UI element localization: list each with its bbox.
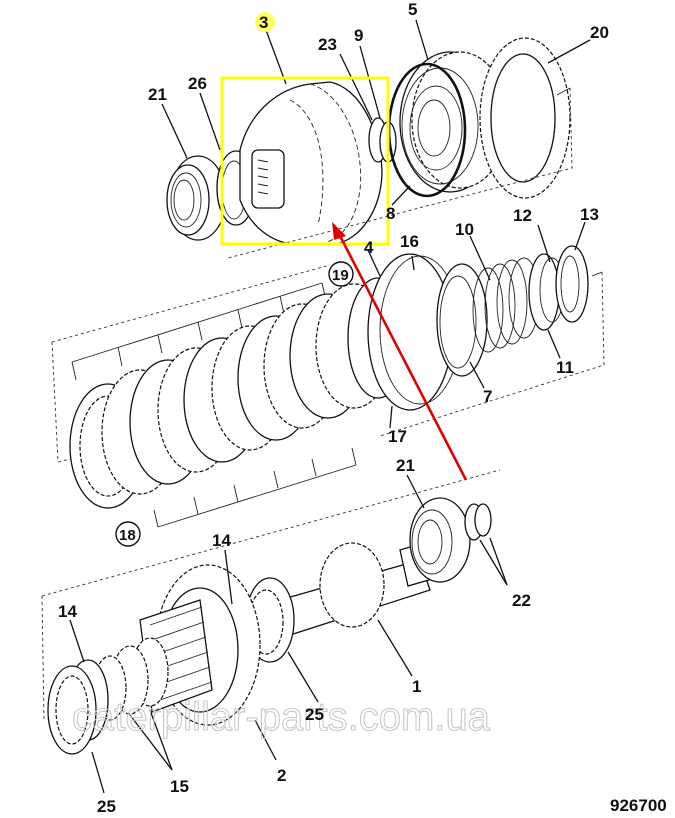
label-10: 10	[455, 220, 474, 239]
clutch-pack	[51, 245, 605, 528]
callout-circle-18	[115, 521, 141, 547]
highlight-box	[220, 76, 390, 246]
label-21-upper: 21	[148, 85, 167, 104]
part-21-bearing	[166, 155, 227, 241]
clutch-plates	[69, 277, 409, 509]
shaft-assembly	[41, 469, 501, 755]
label-15: 15	[170, 777, 189, 796]
label-18: 18	[119, 527, 136, 544]
label-23: 23	[318, 35, 337, 54]
label-3: 3	[259, 13, 268, 32]
part-13-washer	[555, 245, 589, 323]
part-21-bearing-lower	[409, 497, 471, 583]
label-8: 8	[386, 204, 395, 223]
figure-number: 926700	[610, 796, 667, 815]
label-7: 7	[483, 387, 492, 406]
part-25-thrust-bearing	[47, 665, 97, 755]
label-22: 22	[512, 591, 531, 610]
label-13: 13	[580, 205, 599, 224]
label-19: 19	[332, 267, 349, 284]
label-25-upper: 25	[305, 705, 324, 724]
callout-labels: 3 5 20 21 26 23 9 8 4 16 10 12 13 11 7 1…	[58, 0, 609, 816]
label-5: 5	[408, 0, 417, 19]
label-16: 16	[400, 232, 419, 251]
label-14-lower: 14	[58, 602, 77, 621]
label-25-lower: 25	[97, 797, 116, 816]
label-26: 26	[188, 74, 207, 93]
part-22-rings	[464, 503, 492, 541]
label-14-upper: 14	[212, 531, 231, 550]
part-7-piston	[436, 263, 488, 377]
label-21-lower: 21	[396, 456, 415, 475]
part-3-housing	[239, 81, 383, 246]
label-9: 9	[354, 26, 363, 45]
label-20: 20	[590, 23, 609, 42]
part-20-plate	[479, 37, 571, 199]
label-12: 12	[513, 206, 532, 225]
leader-lines	[69, 19, 591, 794]
highlight-marker	[255, 12, 275, 32]
watermark: caterpillar-parts.com.ua	[72, 695, 491, 739]
label-17: 17	[388, 427, 407, 446]
label-4: 4	[364, 238, 374, 257]
label-1: 1	[412, 677, 421, 696]
upper-assembly	[166, 37, 573, 259]
label-2: 2	[277, 766, 286, 785]
label-11: 11	[556, 358, 574, 377]
callout-circle-19	[328, 261, 354, 287]
red-arrow	[332, 222, 468, 481]
